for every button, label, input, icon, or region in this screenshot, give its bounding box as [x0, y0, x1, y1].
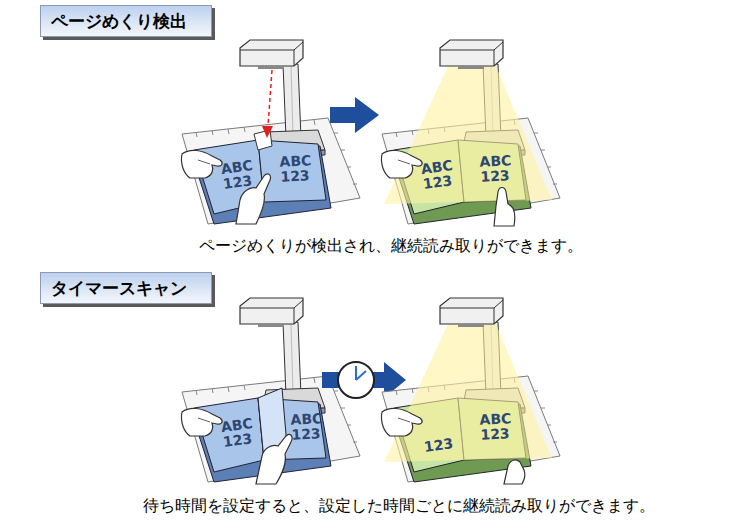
- page-print: ABC 123: [479, 411, 512, 443]
- section-heading: タイマースキャン: [41, 277, 197, 300]
- page-print: ABC 123: [290, 411, 323, 443]
- section-heading: ページめくり検出: [41, 10, 197, 33]
- page-print: ABC 123: [420, 158, 456, 192]
- page-print: ABC 123: [279, 153, 312, 185]
- caption-text: ページめくりが検出され、継続読み取りができます。: [199, 236, 583, 257]
- section-heading-box: タイマースキャン: [40, 272, 212, 304]
- page-print: ABC 123: [220, 158, 256, 192]
- caption-text: 待ち時間を設定すると、設定した時間ごとに継続読み取りができます。: [143, 496, 655, 517]
- page-print: ABC 123: [479, 153, 512, 185]
- page-print: ABC 123: [220, 416, 256, 450]
- section-heading-box: ページめくり検出: [40, 5, 212, 37]
